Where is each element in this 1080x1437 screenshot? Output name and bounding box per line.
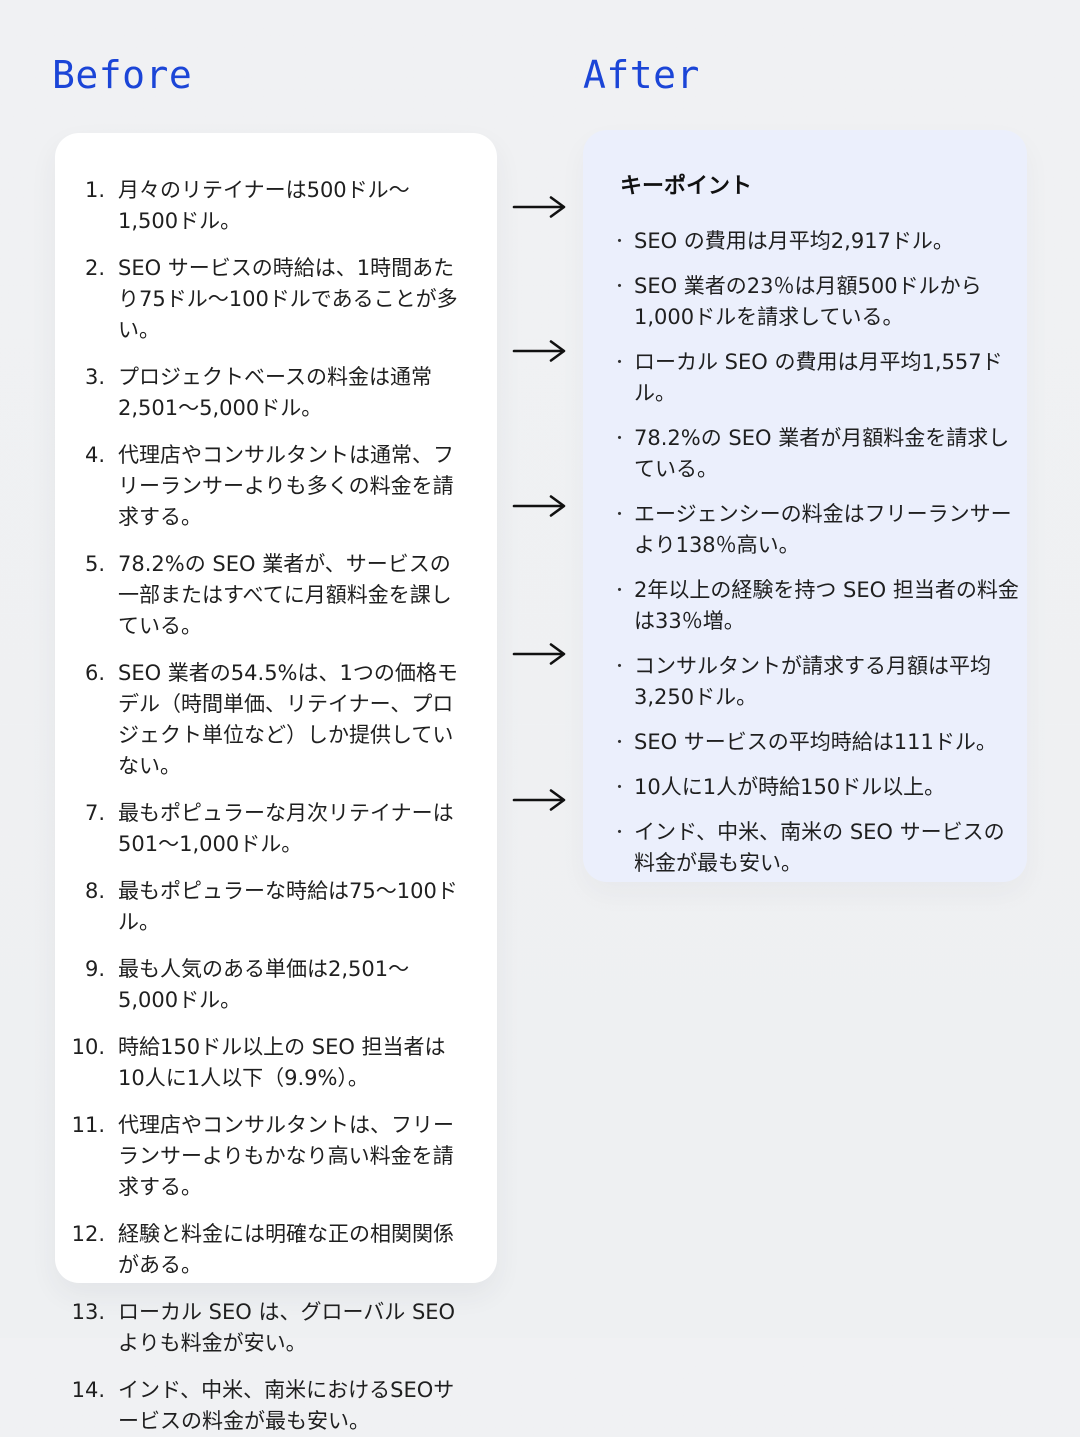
keypoints-list: SEO の費用は月平均2,917ドル。 SEO 業者の23％は月額500ドルから… (612, 226, 1019, 879)
before-item: 時給150ドル以上の SEO 担当者は10人に1人以下（9.9%）。 (55, 1032, 463, 1094)
right-arrow-icon (512, 340, 566, 362)
before-item: SEO サービスの時給は、1時間あたり75ドル〜100ドルであることが多い。 (55, 253, 463, 346)
keypoint-item-text: コンサルタントが請求する月額は平均3,250ドル。 (634, 654, 991, 709)
keypoint-item-text: インド、中米、南米の SEO サービスの料金が最も安い。 (634, 820, 1005, 875)
keypoint-item-text: ローカル SEO の費用は月平均1,557ドル。 (634, 350, 1003, 405)
before-item-text: 最も人気のある単価は2,501〜5,000ドル。 (118, 957, 410, 1012)
keypoint-item: エージェンシーの料金はフリーランサーより138％高い。 (612, 499, 1019, 561)
before-item-text: ローカル SEO は、グローバル SEO よりも料金が安い。 (118, 1300, 456, 1355)
before-item-text: 代理店やコンサルタントは通常、フリーランサーよりも多くの料金を請求する。 (118, 443, 454, 529)
before-item: SEO 業者の54.5%は、1つの価格モデル（時間単価、リテイナー、プロジェクト… (55, 658, 463, 782)
keypoint-item: SEO の費用は月平均2,917ドル。 (612, 226, 1019, 257)
before-item: 代理店やコンサルタントは通常、フリーランサーよりも多くの料金を請求する。 (55, 440, 463, 533)
before-item: ローカル SEO は、グローバル SEO よりも料金が安い。 (55, 1297, 463, 1359)
keypoint-item: 2年以上の経験を持つ SEO 担当者の料金は33％増。 (612, 575, 1019, 637)
keypoint-item: コンサルタントが請求する月額は平均3,250ドル。 (612, 651, 1019, 713)
before-item-text: 経験と料金には明確な正の相関関係がある。 (118, 1222, 454, 1277)
keypoint-item-text: SEO 業者の23％は月額500ドルから1,000ドルを請求している。 (634, 274, 982, 329)
after-card-content: キーポイント SEO の費用は月平均2,917ドル。 SEO 業者の23％は月額… (583, 130, 1027, 879)
right-arrow-icon (512, 495, 566, 517)
keypoint-item-text: 78.2%の SEO 業者が月額料金を請求している。 (634, 426, 1010, 481)
keypoint-item-text: 2年以上の経験を持つ SEO 担当者の料金は33％増。 (634, 578, 1019, 633)
before-item-text: 代理店やコンサルタントは、フリーランサーよりもかなり高い料金を請求する。 (118, 1113, 454, 1199)
before-item: 月々のリテイナーは500ドル〜1,500ドル。 (55, 175, 463, 237)
before-item: 代理店やコンサルタントは、フリーランサーよりもかなり高い料金を請求する。 (55, 1110, 463, 1203)
before-item: プロジェクトベースの料金は通常2,501〜5,000ドル。 (55, 362, 463, 424)
before-item-text: インド、中米、南米におけるSEOサービスの料金が最も安い。 (118, 1378, 455, 1433)
before-item: 78.2%の SEO 業者が、サービスの一部またはすべてに月額料金を課している。 (55, 549, 463, 642)
before-item-text: 最もポピュラーな時給は75〜100ドル。 (118, 879, 458, 934)
keypoint-item: 10人に1人が時給150ドル以上。 (612, 772, 1019, 803)
before-item-text: 月々のリテイナーは500ドル〜1,500ドル。 (118, 178, 410, 233)
before-item: 最も人気のある単価は2,501〜5,000ドル。 (55, 954, 463, 1016)
before-item: 最もポピュラーな時給は75〜100ドル。 (55, 876, 463, 938)
right-arrow-icon (512, 789, 566, 811)
before-item-text: 時給150ドル以上の SEO 担当者は10人に1人以下（9.9%）。 (118, 1035, 446, 1090)
before-card: 月々のリテイナーは500ドル〜1,500ドル。 SEO サービスの時給は、1時間… (55, 133, 497, 1433)
keypoint-item-text: 10人に1人が時給150ドル以上。 (634, 775, 946, 799)
before-item: インド、中米、南米におけるSEOサービスの料金が最も安い。 (55, 1375, 463, 1437)
keypoint-item: SEO 業者の23％は月額500ドルから1,000ドルを請求している。 (612, 271, 1019, 333)
before-list: 月々のリテイナーは500ドル〜1,500ドル。 SEO サービスの時給は、1時間… (55, 133, 497, 1437)
keypoint-item-text: SEO の費用は月平均2,917ドル。 (634, 229, 954, 253)
before-item-text: SEO サービスの時給は、1時間あたり75ドル〜100ドルであることが多い。 (118, 256, 458, 342)
keypoint-item-text: SEO サービスの平均時給は111ドル。 (634, 730, 997, 754)
keypoint-item: インド、中米、南米の SEO サービスの料金が最も安い。 (612, 817, 1019, 879)
keypoint-item: 78.2%の SEO 業者が月額料金を請求している。 (612, 423, 1019, 485)
before-item: 経験と料金には明確な正の相関関係がある。 (55, 1219, 463, 1281)
before-item-text: プロジェクトベースの料金は通常2,501〜5,000ドル。 (118, 365, 432, 420)
after-title: After (583, 53, 700, 97)
before-item-text: SEO 業者の54.5%は、1つの価格モデル（時間単価、リテイナー、プロジェクト… (118, 661, 458, 778)
keypoint-item-text: エージェンシーの料金はフリーランサーより138％高い。 (634, 502, 1012, 557)
keypoints-title: キーポイント (620, 174, 753, 199)
before-item-text: 78.2%の SEO 業者が、サービスの一部またはすべてに月額料金を課している。 (118, 552, 452, 638)
before-item: 最もポピュラーな月次リテイナーは501〜1,000ドル。 (55, 798, 463, 860)
keypoint-item: SEO サービスの平均時給は111ドル。 (612, 727, 1019, 758)
right-arrow-icon (512, 643, 566, 665)
before-item-text: 最もポピュラーな月次リテイナーは501〜1,000ドル。 (118, 801, 454, 856)
after-card: キーポイント SEO の費用は月平均2,917ドル。 SEO 業者の23％は月額… (583, 130, 1027, 882)
right-arrow-icon (512, 196, 566, 218)
keypoint-item: ローカル SEO の費用は月平均1,557ドル。 (612, 347, 1019, 409)
before-title: Before (52, 53, 193, 97)
